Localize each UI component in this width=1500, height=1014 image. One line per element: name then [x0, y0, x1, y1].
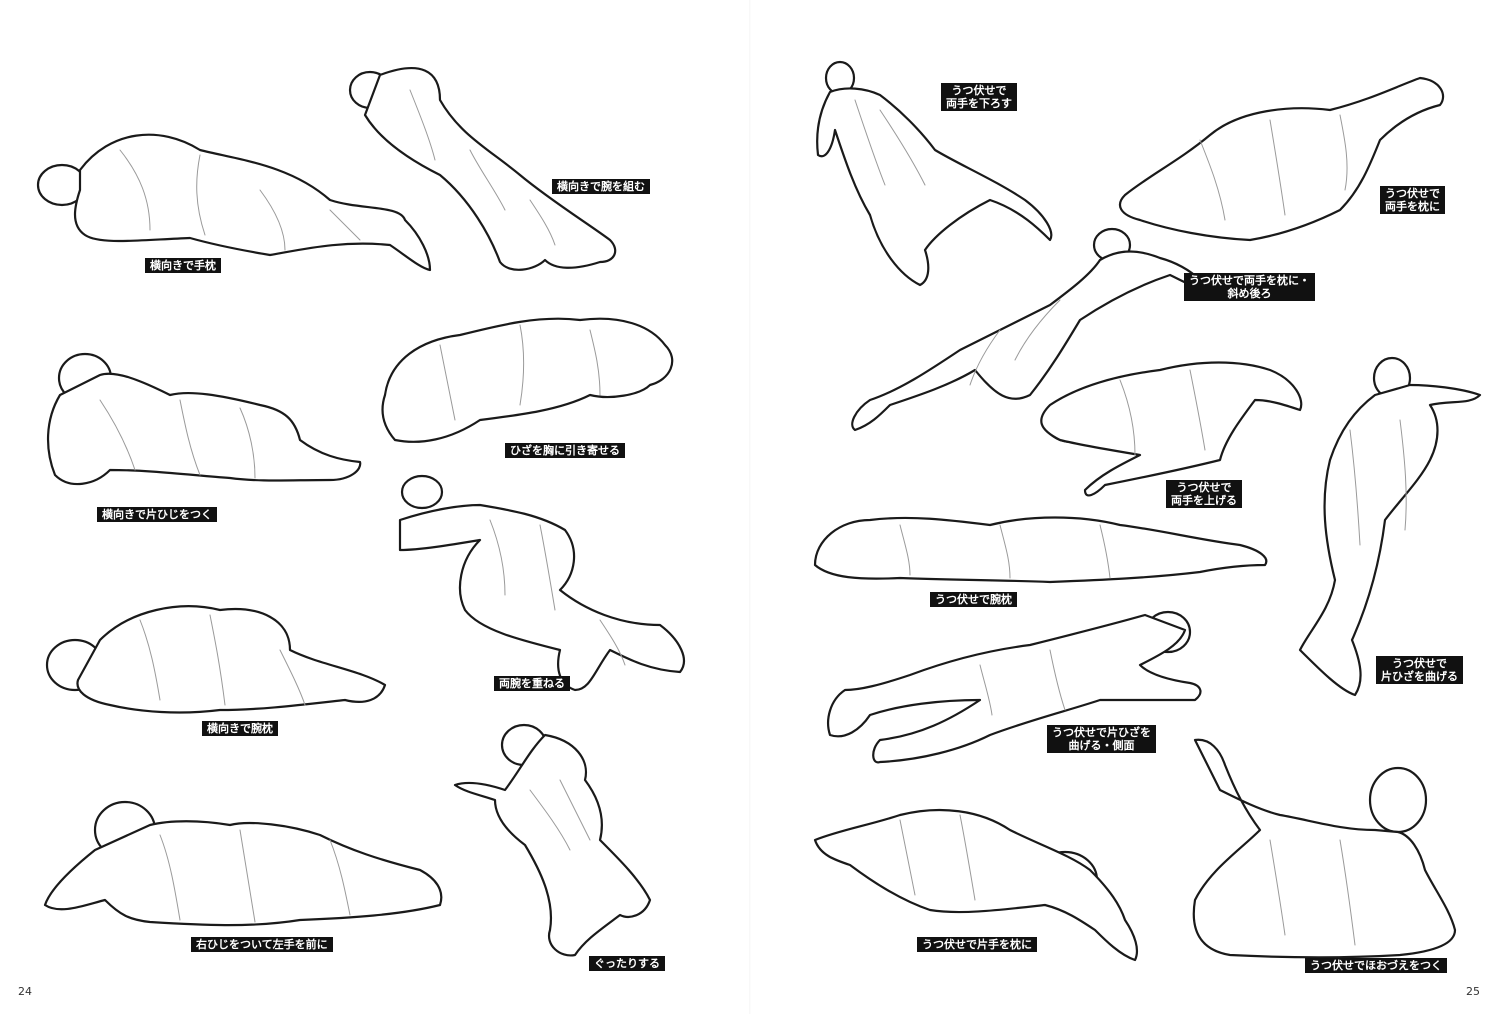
figure-utsubuse-ryoute-orosu: [816, 60, 1053, 287]
caption-line: うつ伏せで腕枕: [935, 593, 1012, 606]
figure-utsubuse-katahiza-sokumen: [827, 610, 1202, 764]
caption-yokomuki-udemakura: 横向きで腕枕: [202, 721, 278, 736]
figure-yokomuki-temakura: [36, 133, 432, 272]
caption-yokomuki-ude-kumu: 横向きで腕を組む: [552, 179, 650, 194]
caption-migihiji-hidarite: 右ひじをついて左手を前に: [191, 937, 333, 952]
caption-utsubuse-katahiza-mageru: うつ伏せで 片ひざを曲げる: [1376, 656, 1463, 684]
figure-utsubuse-udemakura: [813, 516, 1268, 584]
caption-yokomuki-katahiji: 横向きで片ひじをつく: [97, 507, 217, 522]
caption-utsubuse-ryoute-ageru: うつ伏せで 両手を上げる: [1166, 480, 1242, 508]
figure-yokomuki-katahiji: [47, 352, 362, 486]
caption-line: 横向きで腕を組む: [557, 180, 645, 193]
figure-yokomuki-ude-kumu: [348, 67, 617, 271]
figure-migihiji-hidarite: [43, 800, 443, 927]
caption-line: 斜め後ろ: [1227, 287, 1272, 300]
caption-utsubuse-udemakura: うつ伏せで腕枕: [930, 592, 1017, 607]
caption-line: うつ伏せで片手を枕に: [922, 938, 1032, 951]
caption-guttari: ぐったりする: [589, 956, 665, 971]
caption-line: 右ひじをついて左手を前に: [196, 938, 328, 951]
caption-line: うつ伏せで: [951, 84, 1007, 97]
caption-line: うつ伏せで: [1176, 481, 1232, 494]
caption-utsubuse-ryoute-makura-naname: うつ伏せで両手を枕に・ 斜め後ろ: [1184, 273, 1315, 301]
caption-line: ひざを胸に引き寄せる: [510, 444, 620, 457]
figure-yokomuki-udemakura: [45, 605, 387, 714]
caption-utsubuse-ryoute-makura: うつ伏せで 両手を枕に: [1380, 186, 1445, 214]
caption-utsubuse-ryoute-orosu: うつ伏せで 両手を下ろす: [941, 83, 1017, 111]
page-number-left: 24: [18, 985, 32, 998]
caption-line: 横向きで腕枕: [207, 722, 273, 735]
caption-utsubuse-hoozue: うつ伏せでほおづえをつく: [1305, 958, 1447, 973]
caption-line: 横向きで片ひじをつく: [102, 508, 212, 521]
caption-ryouude-kasaneru: 両腕を重ねる: [494, 676, 570, 691]
caption-line: うつ伏せで片ひざを: [1052, 726, 1151, 739]
caption-hiza-mune: ひざを胸に引き寄せる: [505, 443, 625, 458]
figure-utsubuse-hoozue: [1192, 738, 1457, 959]
caption-line: うつ伏せで: [1385, 187, 1440, 200]
page-gutter: [749, 0, 751, 1014]
caption-utsubuse-katahiza-sokumen: うつ伏せで片ひざを 曲げる・側面: [1047, 725, 1156, 753]
figure-hiza-mune: [381, 317, 674, 443]
page-number-right: 25: [1466, 985, 1480, 998]
caption-line: 両腕を重ねる: [499, 677, 565, 690]
figure-utsubuse-ryoute-makura: [1118, 76, 1445, 242]
figure-utsubuse-katate-makura: [813, 808, 1139, 962]
caption-line: 横向きで手枕: [150, 259, 216, 272]
caption-line: うつ伏せで: [1392, 657, 1447, 670]
figure-utsubuse-ryoute-ageru: [1040, 361, 1303, 497]
figure-guttari: [453, 723, 652, 957]
caption-line: ぐったりする: [594, 957, 660, 970]
caption-line: 両手を下ろす: [946, 97, 1012, 110]
caption-utsubuse-katate-makura: うつ伏せで片手を枕に: [917, 937, 1037, 952]
caption-line: うつ伏せで両手を枕に・: [1189, 274, 1310, 287]
caption-line: 両手を上げる: [1171, 494, 1237, 507]
figure-utsubuse-katahiza-mageru: [1298, 356, 1482, 697]
figure-ryouude-kasaneru: [398, 474, 686, 692]
caption-line: うつ伏せでほおづえをつく: [1310, 959, 1442, 972]
caption-line: 曲げる・側面: [1068, 739, 1135, 752]
caption-line: 片ひざを曲げる: [1381, 670, 1458, 683]
caption-yokomuki-temakura: 横向きで手枕: [145, 258, 221, 273]
caption-line: 両手を枕に: [1385, 200, 1440, 213]
